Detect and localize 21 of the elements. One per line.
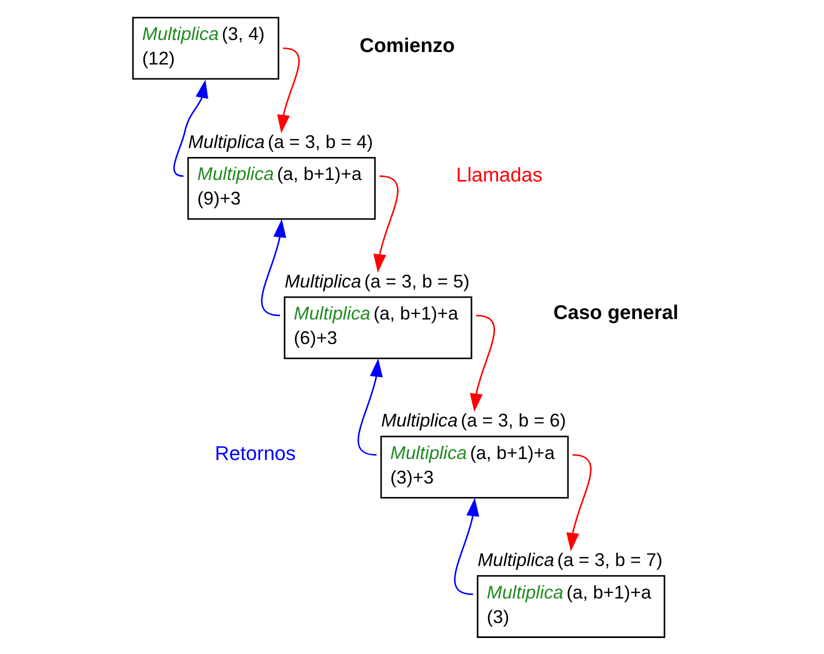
arrow [357,358,382,456]
arrow [454,498,479,596]
label: Comienzo [359,34,454,57]
arrow [172,80,208,177]
arrow [372,175,398,273]
node-box: Multiplica (3, 4) (12) [132,16,279,80]
node-box: Multiplica (a, b+1)+a (6)+3 [283,296,472,360]
arrow [260,219,286,316]
node-box: Multiplica (a, b+1)+a (3)+3 [380,436,568,499]
node-box: Multiplica (a, b+1)+a (9)+3 [186,156,376,220]
node-label: Multiplica (a = 3, b = 6) [380,410,566,431]
node-label: Multiplica (a = 3, b = 4) [188,130,372,152]
label: Llamadas [456,164,542,186]
arrow [276,47,300,134]
node-box: Multiplica (a, b+1)+a (3) [476,575,665,638]
node-label: Multiplica (a = 3, b = 5) [284,270,469,292]
arrow [566,454,591,552]
label: Caso general [552,302,678,324]
node-label: Multiplica (a = 3, b = 7) [477,549,662,570]
arrow [469,314,494,412]
label: Retornos [214,443,296,466]
